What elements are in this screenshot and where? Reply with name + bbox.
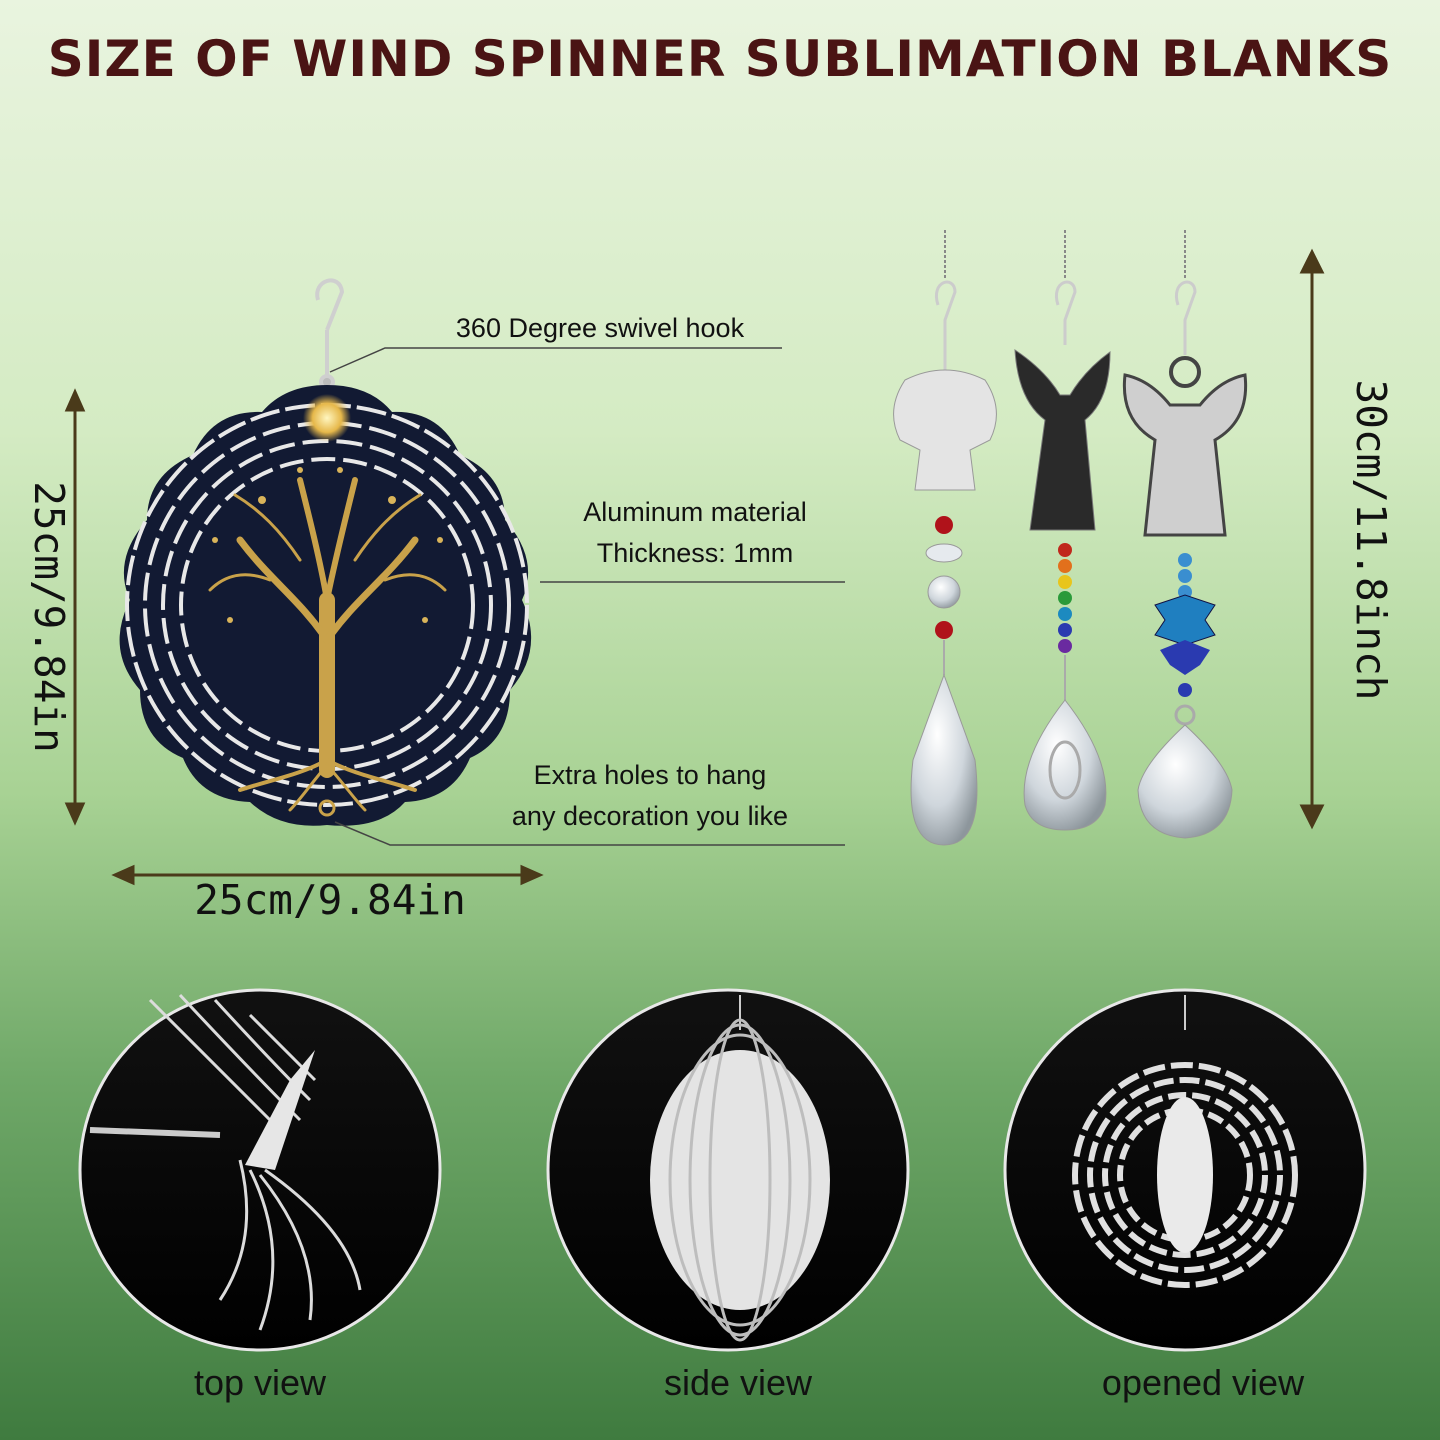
- swivel-hook: [315, 278, 345, 390]
- opened-view-image: [1003, 988, 1367, 1352]
- tree-of-life-spinner: [119, 385, 532, 826]
- holes-line-1: Extra holes to hang: [533, 760, 767, 790]
- angel-pendant-2: [1014, 230, 1111, 831]
- material-label: Aluminum material Thickness: 1mm: [530, 492, 860, 573]
- leader-lines: [329, 347, 845, 846]
- page-title: SIZE OF WIND SPINNER SUBLIMATION BLANKS: [47, 30, 1393, 88]
- opened-view-caption: opened view: [1101, 1362, 1305, 1403]
- top-view-image: [78, 988, 442, 1352]
- spinner-height-label: 25cm/9.84in: [25, 481, 73, 753]
- top-view-caption: top view: [193, 1362, 327, 1403]
- side-view-caption: side view: [663, 1362, 813, 1403]
- holes-line-2: any decoration you like: [511, 800, 789, 831]
- pendant-height-label: 30cm/11.8inch: [1347, 379, 1395, 701]
- angel-pendant-3: [1122, 230, 1248, 839]
- holes-label: Extra holes to hang any decoration you l…: [460, 755, 840, 836]
- material-line-1: Aluminum material: [583, 497, 807, 527]
- hook-label: 360 Degree swivel hook: [455, 313, 745, 343]
- spinner-width-label: 25cm/9.84in: [194, 876, 466, 924]
- side-view-image: [546, 988, 910, 1352]
- dimension-arrows: [64, 248, 1325, 886]
- angel-pendant-1: [893, 230, 997, 846]
- material-line-2: Thickness: 1mm: [596, 537, 794, 568]
